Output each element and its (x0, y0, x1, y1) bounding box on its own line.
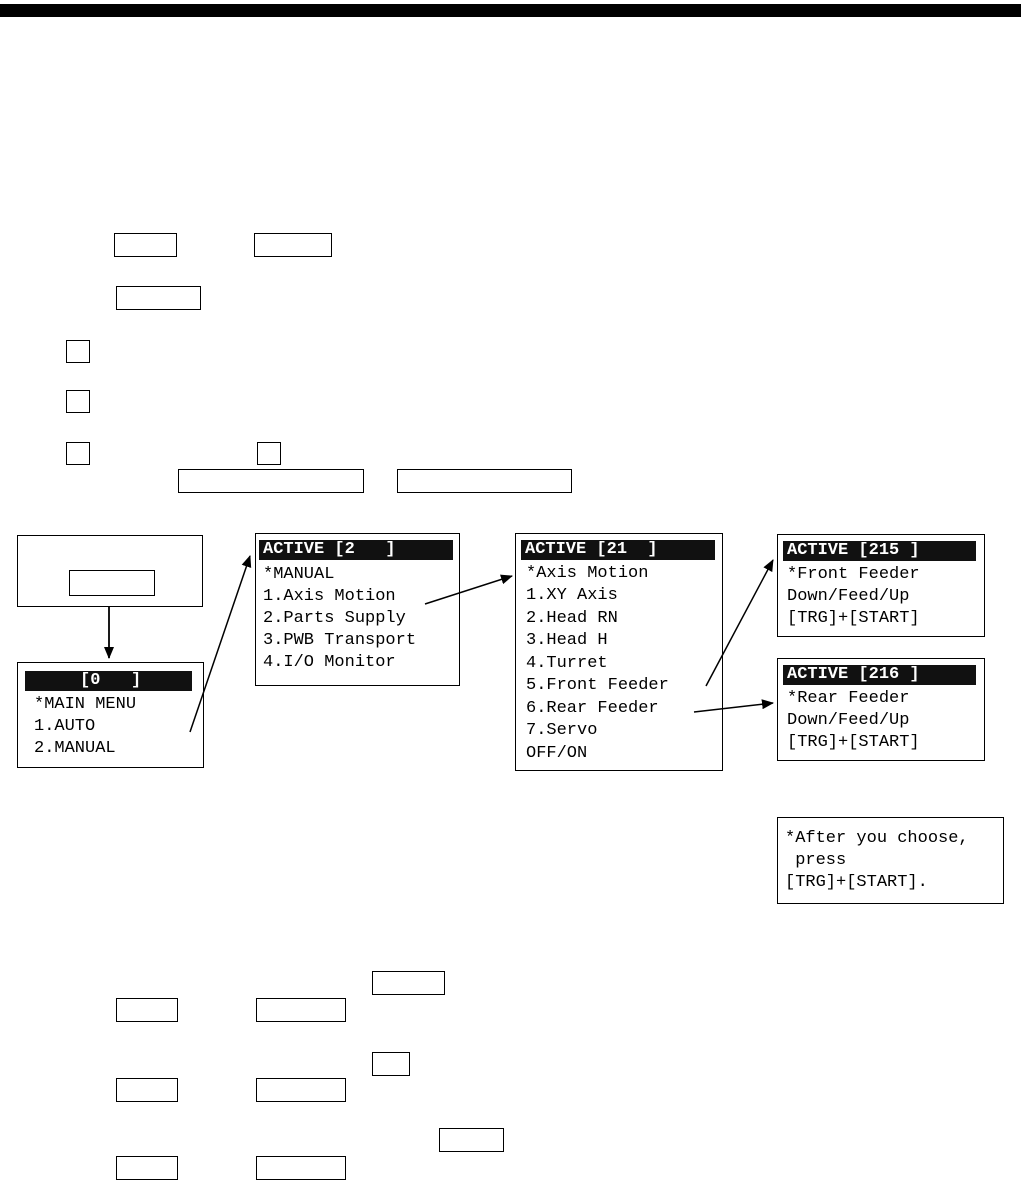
screen-line: Down/Feed/Up (787, 711, 910, 730)
key-box (372, 1052, 410, 1076)
key-box (116, 1156, 178, 1180)
manual-menu-screen: ACTIVE [2 ] *MANUAL 1.Axis Motion 2.Part… (255, 533, 460, 686)
screen-line: 2.Parts Supply (263, 609, 406, 628)
key-box (254, 233, 332, 257)
main-menu-screen: [0 ] *MAIN MENU 1.AUTO 2.MANUAL (17, 662, 204, 768)
key-box (66, 340, 90, 363)
screen-line: [TRG]+[START] (787, 609, 920, 628)
screen-line: *MANUAL (263, 565, 335, 584)
key-box (256, 1156, 346, 1180)
rear-feeder-screen: ACTIVE [216 ] *Rear Feeder Down/Feed/Up … (777, 658, 985, 761)
screen-line: 4.I/O Monitor (263, 653, 396, 672)
arrow-main-to-manual (189, 555, 252, 733)
key-box (69, 570, 155, 596)
key-box (397, 469, 572, 493)
screen-header: ACTIVE [2 ] (259, 540, 453, 560)
front-feeder-screen: ACTIVE [215 ] *Front Feeder Down/Feed/Up… (777, 534, 985, 637)
screen-line: 1.Axis Motion (263, 587, 396, 606)
screen-line: 2.MANUAL (34, 739, 116, 758)
note-line: [TRG]+[START]. (785, 873, 928, 892)
screen-line: 1.AUTO (34, 717, 96, 736)
screen-line: OFF/ON (526, 744, 588, 763)
screen-line: 3.PWB Transport (263, 631, 417, 650)
header-rule (0, 4, 1021, 17)
key-box (66, 442, 90, 465)
screen-line: *Rear Feeder (787, 689, 910, 708)
screen-line: 5.Front Feeder (526, 676, 669, 695)
arrow-axis-to-front (705, 559, 774, 687)
screen-line: 6.Rear Feeder (526, 699, 659, 718)
screen-line: 2.Head RN (526, 609, 618, 628)
screen-line: [TRG]+[START] (787, 733, 920, 752)
screen-line: *MAIN MENU (34, 695, 137, 714)
axis-motion-screen: ACTIVE [21 ] *Axis Motion 1.XY Axis 2.He… (515, 533, 723, 771)
screen-line: Down/Feed/Up (787, 587, 910, 606)
screen-header: ACTIVE [216 ] (783, 665, 976, 685)
note-line: press (785, 851, 847, 870)
key-box (372, 971, 445, 995)
arrow-axis-to-rear (693, 699, 774, 713)
arrow-manual-to-axis (424, 574, 513, 605)
key-box (114, 233, 177, 257)
screen-line: 3.Head H (526, 631, 608, 650)
note-line: *After you choose, (785, 829, 969, 848)
key-box (256, 998, 346, 1022)
key-box (178, 469, 364, 493)
note-box: *After you choose, press [TRG]+[START]. (777, 817, 1004, 904)
key-box (256, 1078, 346, 1102)
screen-header: ACTIVE [215 ] (783, 541, 976, 561)
screen-line: 7.Servo (526, 721, 598, 740)
key-box (439, 1128, 504, 1152)
start-panel (17, 535, 203, 607)
key-box (66, 390, 90, 413)
screen-header: ACTIVE [21 ] (521, 540, 715, 560)
key-box (116, 286, 201, 310)
key-box (116, 998, 178, 1022)
screen-line: *Front Feeder (787, 565, 920, 584)
screen-line: 4.Turret (526, 654, 608, 673)
screen-line: 1.XY Axis (526, 586, 618, 605)
screen-line: *Axis Motion (526, 564, 649, 583)
screen-header: [0 ] (25, 671, 192, 691)
key-box (257, 442, 281, 465)
key-box (116, 1078, 178, 1102)
